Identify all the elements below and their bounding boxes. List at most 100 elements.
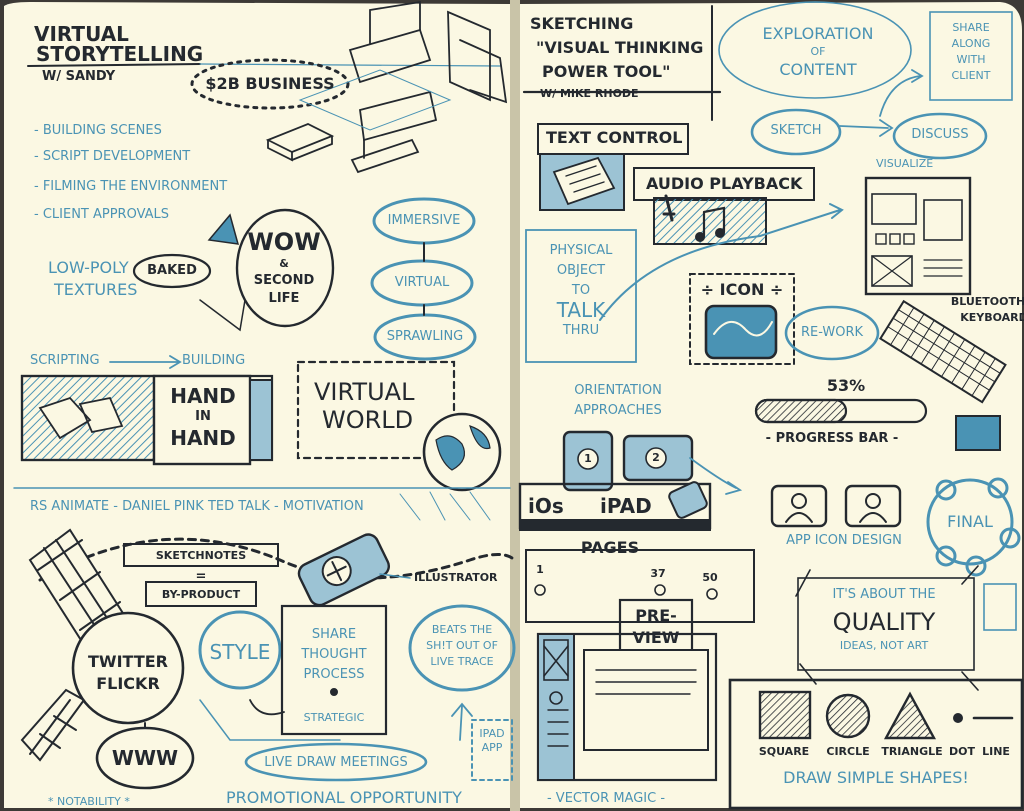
share-line2: THOUGHT [301, 647, 367, 662]
mouse-sketch [297, 533, 390, 607]
discuss-label: DISCUSS [911, 127, 969, 142]
ipad-app-line1: IPAD [479, 727, 505, 740]
shape-triangle-label: TRIANGLE [881, 745, 943, 758]
wow-line4: LIFE [268, 291, 300, 306]
banner-text: RS ANIMATE - DANIEL PINK TED TALK - MOTI… [30, 499, 364, 514]
bullet-2: - SCRIPT DEVELOPMENT [34, 149, 191, 164]
right-title-line1: SKETCHING [530, 14, 634, 33]
bluetooth-line1: BLUETOOTH [950, 295, 1024, 308]
physical-line1: PHYSICAL [549, 243, 613, 258]
share-along-line2: ALONG [951, 37, 991, 50]
rework-label: RE-WORK [800, 325, 864, 340]
keyboard-sketch [879, 299, 1007, 404]
orientation-num-2: 2 [652, 451, 660, 464]
right-title-line4: W/ MIKE RHODE [540, 87, 639, 100]
quality-line3: IDEAS, NOT ART [839, 639, 929, 652]
share-line1: SHARE [311, 627, 357, 642]
physical-line4: TALK [556, 298, 606, 322]
strategic-label: STRATEGIC [303, 711, 365, 724]
virtual-world-box [296, 360, 456, 460]
page-mark-1: 1 [536, 563, 544, 576]
shape-square-label: SQUARE [758, 745, 810, 758]
physical-line5: THRU [562, 323, 600, 338]
satellite-sketch [20, 528, 195, 790]
orientation-line2: APPROACHES [574, 403, 662, 418]
hand-line1: HAND [170, 384, 236, 408]
style-label: STYLE [209, 640, 271, 664]
shape-dot-label: DOT [949, 745, 975, 758]
hand-line2: IN [195, 409, 211, 424]
page-mark-37: 37 [650, 567, 666, 580]
3d-blocks-sketch [265, 0, 508, 174]
preview-line2: VIEW [632, 628, 680, 647]
pill-sprawling: SPRAWLING [386, 329, 464, 344]
page-mark-50: 50 [702, 571, 718, 584]
icon-label: ÷ ICON ÷ [700, 280, 784, 299]
virtual-world-line1: VIRTUAL [314, 378, 415, 406]
preview-line1: PRE- [635, 606, 677, 625]
wow-ellipse [235, 208, 335, 328]
share-along-line4: CLIENT [951, 69, 991, 82]
progress-label: - PROGRESS BAR - [765, 431, 899, 446]
lowpoly-line1: LOW-POLY [48, 258, 129, 277]
physical-line2: OBJECT [556, 263, 606, 278]
www-label: WWW [111, 746, 179, 770]
progress-percent: 53% [826, 376, 866, 395]
app-icon-design-label: APP ICON DESIGN [786, 533, 902, 548]
bullet-1: - BUILDING SCENES [34, 123, 162, 138]
business-ellipse [190, 58, 350, 110]
visualize-label: VISUALIZE [876, 157, 934, 170]
sketchnotes-line2: = [195, 569, 207, 584]
beats-line1: BEATS THE [431, 623, 493, 636]
right-title-line3: POWER TOOL" [542, 62, 671, 81]
orientation-num-1: 1 [584, 452, 592, 465]
beats-line2: SH!T OUT OF [426, 639, 498, 652]
left-title-line1: VIRTUAL [34, 22, 129, 46]
page-gutter [510, 0, 520, 811]
baked-label: BAKED [147, 263, 197, 278]
beats-line3: LIVE TRACE [430, 655, 494, 668]
shape-circle-label: CIRCLE [826, 745, 870, 758]
sketchnotes-line1: SKETCHNOTES [155, 549, 247, 562]
vector-magic-label: - VECTOR MAGIC - [546, 791, 666, 806]
orientation-line1: ORIENTATION [574, 383, 662, 398]
virtual-world-line2: WORLD [322, 406, 414, 434]
shape-line-label: LINE [982, 745, 1010, 758]
ipad-app-line2: APP [481, 741, 503, 754]
ipad-label: iPAD [600, 494, 652, 518]
twitter-label: TWITTER [88, 652, 168, 671]
promo-label: PROMOTIONAL OPPORTUNITY [226, 788, 462, 807]
sketch-label: SKETCH [770, 123, 822, 138]
bullet-4: - CLIENT APPROVALS [34, 207, 170, 222]
quality-line2: QUALITY [832, 608, 936, 636]
bluetooth-line2: KEYBOARD [960, 311, 1024, 324]
exploration-line2: OF [810, 45, 826, 58]
ios-label: iOs [528, 494, 564, 518]
live-draw-label: LIVE DRAW MEETINGS [264, 755, 408, 770]
wow-line1: WOW [247, 228, 321, 256]
device-sketch [864, 176, 972, 296]
illustrator-label: ILLUSTRATOR [414, 571, 498, 584]
pages-label: PAGES [580, 538, 640, 557]
business-label: $2B BUSINESS [205, 74, 335, 93]
wow-line3: SECOND [253, 273, 315, 288]
wow-line2: & [279, 257, 289, 270]
progress-fill [754, 398, 848, 424]
text-control-label: TEXT CONTROL [546, 128, 683, 147]
final-label: FINAL [947, 512, 993, 531]
building-label: BUILDING [182, 353, 246, 368]
share-line3: PROCESS [303, 667, 365, 682]
exploration-line1: EXPLORATION [762, 24, 874, 43]
audio-playback-label: AUDIO PLAYBACK [646, 174, 803, 193]
share-along-line1: SHARE [952, 21, 990, 34]
physical-line3: TO [571, 283, 591, 298]
sketchnotes-line3: BY-PRODUCT [161, 588, 241, 601]
share-along-line3: WITH [956, 53, 986, 66]
quality-line1: IT'S ABOUT THE [832, 587, 936, 602]
lowpoly-line2: TEXTURES [54, 280, 138, 299]
left-title-line3: W/ SANDY [42, 69, 116, 84]
bullet-3: - FILMING THE ENVIRONMENT [34, 179, 228, 194]
exploration-line3: CONTENT [779, 60, 857, 79]
